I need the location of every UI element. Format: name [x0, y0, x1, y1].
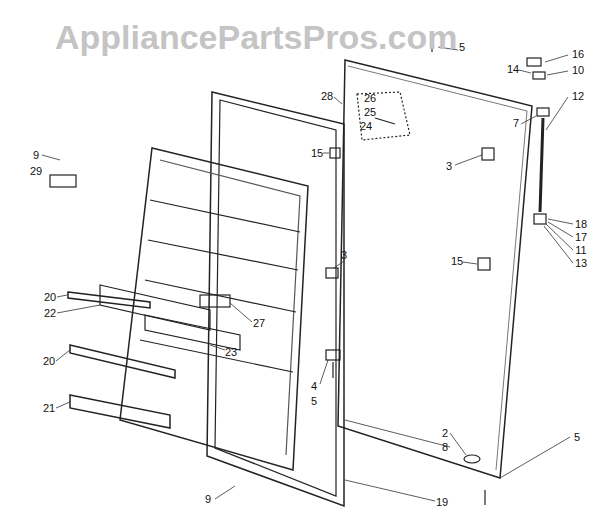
callout-number: 26 [363, 93, 377, 104]
callout-number: 5 [458, 42, 466, 53]
callout-number: 20 [42, 356, 56, 367]
callout-number: 15 [310, 148, 324, 159]
callout-number: 25 [363, 107, 377, 118]
callout-number: 29 [29, 166, 43, 177]
callout-number: 17 [574, 232, 588, 243]
callout-number: 9 [204, 494, 212, 505]
callout-number: 9 [32, 150, 40, 161]
callout-number: 5 [310, 396, 318, 407]
callout-number: 16 [571, 49, 585, 60]
callout-number: 10 [571, 65, 585, 76]
callout-number: 2 [441, 428, 449, 439]
callout-number: 20 [43, 292, 57, 303]
callout-number: 22 [43, 308, 57, 319]
callout-number: 12 [571, 91, 585, 102]
callout-number: 19 [435, 497, 449, 508]
callout-number: 21 [42, 403, 56, 414]
callout-number: 3 [340, 250, 348, 261]
callout-number: 18 [574, 219, 588, 230]
callout-number: 27 [252, 318, 266, 329]
callout-number: 23 [224, 347, 238, 358]
callout-number: 14 [506, 64, 520, 75]
callout-number: 3 [445, 161, 453, 172]
callout-number: 7 [512, 118, 520, 129]
callout-number: 11 [574, 245, 587, 256]
callout-number: 28 [320, 91, 334, 102]
callout-number: 24 [359, 121, 373, 132]
watermark: AppliancePartsPros.com [55, 20, 457, 54]
callout-number: 5 [573, 432, 581, 443]
callout-number: 4 [310, 381, 318, 392]
callout-number: 15 [450, 256, 464, 267]
callout-number: 13 [574, 258, 588, 269]
callout-number: 8 [441, 442, 449, 453]
